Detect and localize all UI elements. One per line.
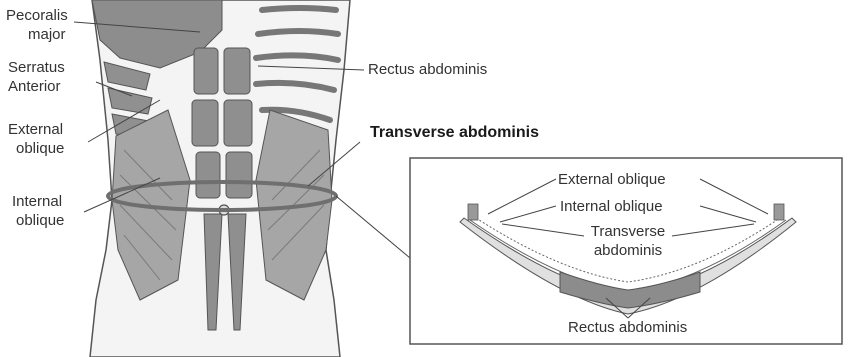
- label-line: oblique: [12, 211, 64, 230]
- label-internal-oblique-left: Internal oblique: [12, 192, 64, 230]
- label-serratus-anterior: Serratus Anterior: [8, 58, 65, 96]
- label-line: Internal: [12, 192, 64, 211]
- label-line: Anterior: [8, 77, 65, 96]
- label-transverse-abdominis-heading: Transverse abdominis: [370, 123, 539, 142]
- label-line: Pecoralis: [6, 6, 68, 25]
- label-external-oblique-left: External oblique: [8, 120, 64, 158]
- label-inset-transverse-abdominis: Transverse abdominis: [576, 222, 680, 260]
- label-inset-internal-oblique: Internal oblique: [560, 197, 663, 216]
- label-line: Transverse: [576, 222, 680, 241]
- label-line: Serratus: [8, 58, 65, 77]
- label-line: abdominis: [576, 241, 680, 260]
- label-inset-rectus-abdominis: Rectus abdominis: [568, 318, 687, 337]
- label-rectus-abdominis: Rectus abdominis: [368, 60, 487, 79]
- label-pectoralis-major: Pecoralis major: [6, 6, 68, 44]
- label-line: major: [6, 25, 68, 44]
- label-inset-external-oblique: External oblique: [558, 170, 666, 189]
- label-line: oblique: [8, 139, 64, 158]
- label-line: External: [8, 120, 64, 139]
